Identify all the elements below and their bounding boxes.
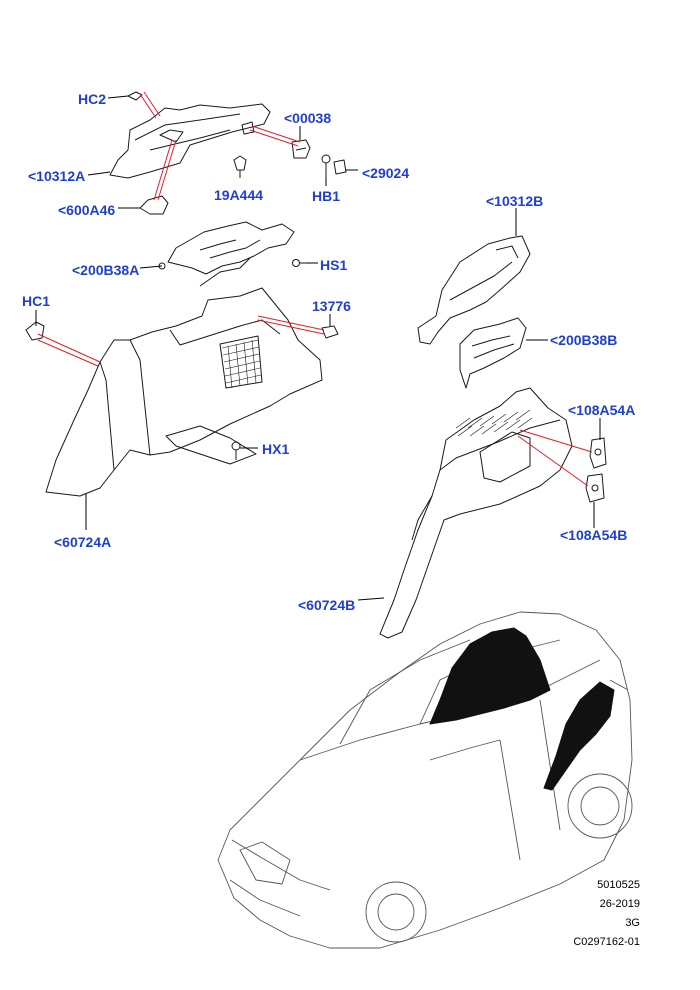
bracket-00038	[291, 139, 311, 159]
vehicle-outline	[217, 611, 633, 949]
callout-hc2[interactable]: HC2	[78, 91, 107, 107]
callout-60724a[interactable]: <60724A	[54, 534, 112, 550]
callout-200b38a[interactable]: <200B38A	[72, 262, 140, 278]
lower-trim-panel-a	[45, 287, 323, 497]
callout-29024[interactable]: <29024	[362, 165, 410, 181]
bracket-200b38a	[158, 221, 295, 287]
footer-line-2: 26-2019	[599, 898, 640, 910]
callout-60724b[interactable]: <60724B	[298, 597, 356, 613]
callout-13776[interactable]: 13776	[312, 298, 351, 314]
vent-grille-b	[455, 409, 533, 437]
vehicle-highlight-left	[429, 627, 551, 725]
callout-108a54b[interactable]: <108A54B	[560, 527, 628, 543]
clip-19a444	[233, 155, 247, 178]
bracket-200b38b	[459, 317, 527, 389]
net-pocket-a	[221, 339, 262, 389]
clip-600a46	[139, 195, 169, 215]
black-leader-lines	[35, 95, 601, 601]
callout-108a54a[interactable]: <108A54A	[568, 402, 636, 418]
upper-trim-panel-b	[417, 235, 531, 345]
screw-hs1	[292, 259, 306, 267]
footer-line-1: 5010525	[597, 879, 640, 891]
callout-hs1[interactable]: HS1	[320, 257, 348, 273]
upper-trim-panel-a	[109, 103, 271, 179]
callout-10312b[interactable]: <10312B	[486, 193, 544, 209]
footer-line-4: C0297162-01	[573, 936, 640, 948]
plate-108a54b	[585, 473, 605, 503]
lamp-13776	[321, 325, 339, 339]
hc1-clip	[25, 321, 45, 341]
clip-29024	[333, 159, 347, 175]
callout-hx1[interactable]: HX1	[262, 441, 290, 457]
callout-19a444[interactable]: 19A444	[214, 187, 264, 203]
callout-hb1[interactable]: HB1	[312, 188, 341, 204]
red-leader-lines	[37, 91, 593, 487]
callout-600a46[interactable]: <600A46	[58, 202, 116, 218]
bolt-hb1	[321, 154, 331, 178]
callout-00038[interactable]: <00038	[284, 110, 332, 126]
vehicle-highlight-right	[543, 681, 615, 791]
footer-line-3: 3G	[625, 917, 640, 929]
callout-200b38b[interactable]: <200B38B	[550, 332, 618, 348]
plate-108a54a	[589, 437, 607, 469]
hc2-clip	[127, 91, 143, 101]
diagram-footer: 5010525 26-2019 3G C0297162-01	[573, 876, 640, 952]
callout-10312a[interactable]: <10312A	[28, 168, 86, 184]
callout-hc1[interactable]: HC1	[22, 293, 51, 309]
screw-hx1	[231, 441, 241, 460]
lower-trim-panel-b	[379, 387, 573, 639]
